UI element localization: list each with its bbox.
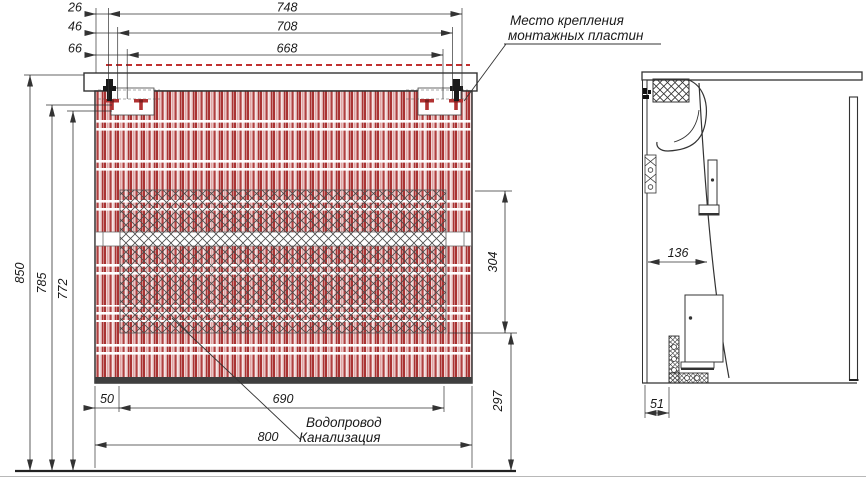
dim-772: [67, 110, 112, 471]
front-dimensions: 26 748 46 708 66 668 850: [13, 1, 517, 473]
mounting-rail-bottom: [668, 335, 709, 384]
front-view: [83, 64, 478, 384]
plumbing-note: Водопровод Канализация: [171, 317, 382, 445]
dim-text-850: 850: [13, 263, 27, 284]
dim-850: [24, 74, 84, 471]
mounting-note-line2: монтажных пластин: [508, 28, 644, 43]
dim-text-304: 304: [486, 252, 500, 273]
dim-text-136: 136: [668, 246, 689, 260]
dim-51: [644, 385, 670, 418]
mounting-plate-left: [98, 79, 160, 116]
mounting-note: Место крепления монтажных пластин: [463, 13, 661, 102]
dim-304: [448, 190, 517, 334]
drawer-box-side: [680, 294, 724, 370]
dim-text-46: 46: [68, 20, 82, 34]
clamp-icon: [450, 79, 463, 101]
back-panel: [642, 79, 648, 384]
dim-text-785: 785: [35, 273, 49, 294]
mounting-note-line1: Место крепления: [510, 13, 624, 28]
cabinet-bottom-edge: [95, 377, 472, 383]
plumbing-note-line1: Водопровод: [306, 415, 382, 430]
plumbing-note-line2: Канализация: [299, 430, 380, 445]
basin-profile: [656, 79, 708, 152]
facade-panel-side: [848, 96, 859, 381]
dim-text-51: 51: [650, 397, 664, 411]
mounting-plate-right: [406, 79, 468, 116]
dim-text-668: 668: [277, 42, 298, 56]
clamp-icon: [103, 79, 116, 101]
clamp-icon-side: [643, 88, 651, 99]
dim-text-800: 800: [258, 430, 279, 444]
dim-text-690: 690: [273, 392, 294, 406]
dim-text-772: 772: [56, 279, 70, 300]
dim-text-66: 66: [68, 42, 82, 56]
dim-text-26: 26: [67, 1, 82, 15]
mounting-rail-top: [652, 78, 690, 103]
service-zone-crosshatch: [119, 189, 447, 334]
upper-bracket: [698, 159, 720, 216]
dim-text-708: 708: [277, 20, 298, 34]
dim-text-748: 748: [277, 1, 298, 15]
dim-text-297: 297: [491, 390, 505, 413]
dim-785: [46, 104, 112, 471]
countertop-side: [641, 71, 863, 81]
mounting-plate-side: [644, 154, 657, 194]
side-view: 136 51: [641, 71, 863, 418]
dim-text-50: 50: [100, 392, 114, 406]
